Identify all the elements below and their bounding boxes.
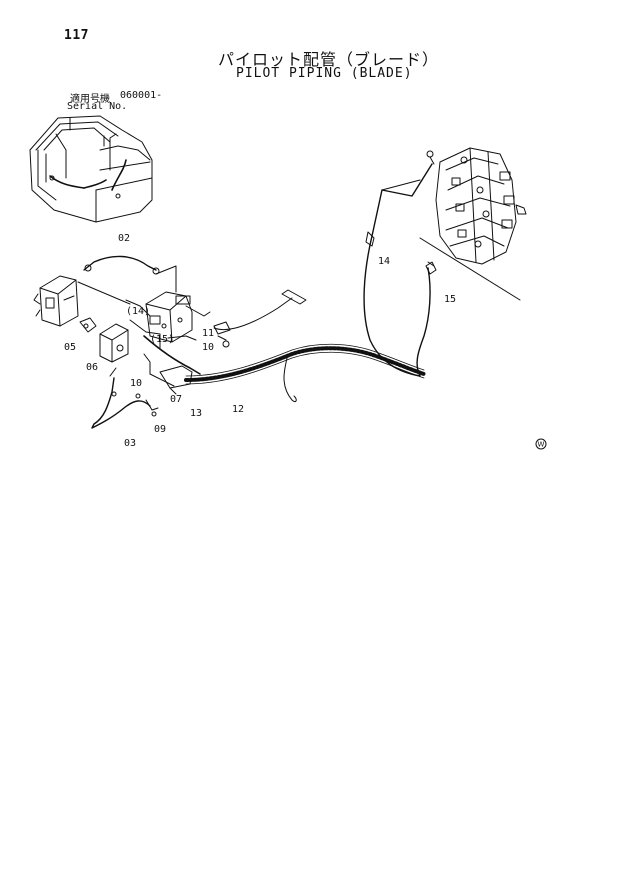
- callout-10-right: 10: [202, 342, 214, 353]
- callout-10-left: 10: [130, 378, 142, 389]
- callout-11: 11: [202, 328, 214, 339]
- callout-03: 03: [124, 438, 136, 449]
- hose-13: [143, 335, 201, 375]
- solenoid-valve-illustration: [33, 275, 79, 327]
- callout-14: 14: [378, 256, 390, 267]
- hose-15: [416, 267, 431, 377]
- callout-12: 12: [232, 404, 244, 415]
- variant-w-mark: W: [535, 438, 547, 450]
- callout-06: 06: [86, 362, 98, 373]
- title-english: PILOT PIPING (BLADE): [236, 66, 413, 81]
- fittings-10-11: [213, 321, 231, 348]
- hose-14: [363, 163, 433, 377]
- callout-09: 09: [154, 424, 166, 435]
- callout-02: 02: [118, 233, 130, 244]
- callout-15: 15: [444, 294, 456, 305]
- callout-07: 07: [170, 394, 182, 405]
- control-valve-illustration: [425, 147, 527, 275]
- hose-02: [83, 255, 157, 271]
- bracket-07: [159, 365, 193, 389]
- page-number: 117: [64, 28, 89, 43]
- excavator-cab-illustration: [29, 115, 153, 223]
- manifold-block-illustration: [145, 291, 211, 343]
- fitting-05: [79, 317, 97, 333]
- callout-05: 05: [64, 342, 76, 353]
- serial-number-value: 060001-: [120, 90, 163, 101]
- callout-14-ref: (14): [126, 306, 150, 317]
- callout-15-ref: (15): [150, 334, 174, 345]
- variant-w-letter: W: [538, 441, 545, 449]
- callout-13: 13: [190, 408, 202, 419]
- title-japanese: パイロット配管（ブレード）: [218, 50, 440, 69]
- serial-label-english: Serial No.: [67, 101, 128, 112]
- bracket-06: [99, 323, 129, 363]
- serial-label-japanese: 適用号機: [70, 94, 110, 105]
- hose-03: [91, 377, 151, 429]
- hose-12: [184, 346, 426, 382]
